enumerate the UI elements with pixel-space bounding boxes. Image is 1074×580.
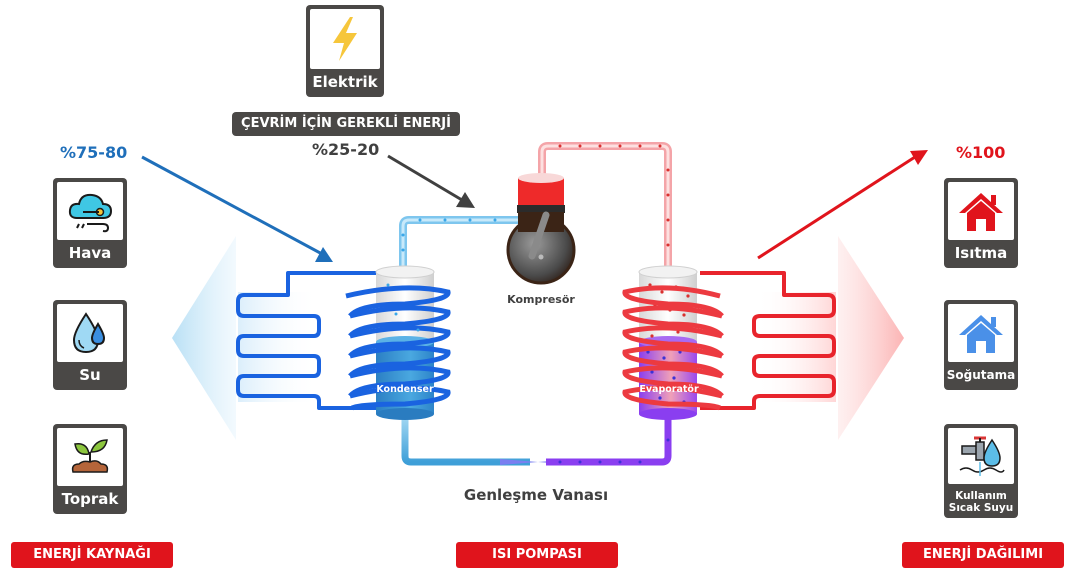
expansion-valve-label: Genleşme Vanası bbox=[463, 486, 609, 504]
heat-pump-footer: ISI POMPASI bbox=[456, 542, 618, 568]
hot-water-label-line2: Sıcak Suyu bbox=[948, 502, 1014, 514]
source-tile-ground: Toprak bbox=[53, 424, 127, 514]
energy-arrow bbox=[387, 154, 475, 208]
plant-soil-icon bbox=[57, 428, 123, 486]
condenser-label: Kondenser bbox=[376, 384, 434, 395]
source-tile-water: Su bbox=[53, 300, 127, 390]
evaporator-label: Evaporatör bbox=[639, 384, 699, 395]
hot-water-label-line1: Kullanım bbox=[955, 490, 1007, 502]
electricity-label: Elektrik bbox=[312, 73, 378, 91]
distribution-tile-hot-water: Kullanım Sıcak Suyu bbox=[944, 424, 1018, 518]
required-energy-badge: ÇEVRİM İÇİN GEREKLİ ENERJİ bbox=[232, 112, 460, 136]
source-arrow bbox=[141, 155, 333, 262]
distribution-label-heating: Isıtma bbox=[954, 244, 1008, 262]
house-red-icon bbox=[948, 182, 1014, 240]
energy-distribution-footer: ENERJİ DAĞILIMI bbox=[902, 542, 1064, 568]
distribution-label-hot-water: Kullanım Sıcak Suyu bbox=[944, 490, 1018, 516]
compressor-label: Kompresör bbox=[507, 293, 575, 306]
pipe-particles-purple bbox=[558, 438, 670, 464]
distribution-tile-heating: Isıtma bbox=[944, 178, 1018, 268]
suction-pipe bbox=[399, 216, 522, 272]
right-heat-exchanger-coil bbox=[700, 271, 836, 410]
pipe-particles-red bbox=[558, 144, 670, 247]
lightning-icon bbox=[310, 9, 380, 69]
liquid-pipe bbox=[401, 418, 530, 466]
required-energy-percent: %25-20 bbox=[312, 140, 380, 159]
faucet-water-icon bbox=[948, 428, 1014, 484]
electricity-tile: Elektrik bbox=[306, 5, 384, 97]
return-pipe bbox=[546, 418, 672, 466]
output-arrow bbox=[757, 150, 928, 260]
water-drop-icon bbox=[57, 304, 123, 362]
pipe-particles-blue bbox=[386, 218, 497, 332]
distribution-tile-cooling: Soğutama bbox=[944, 300, 1018, 390]
condenser-spiral bbox=[345, 285, 451, 411]
hot-side-arrow bbox=[838, 236, 904, 440]
cloud-wind-icon bbox=[57, 182, 123, 240]
cold-side-arrow bbox=[172, 236, 236, 440]
distribution-label-cooling: Soğutama bbox=[946, 368, 1016, 382]
distribution-percent: %100 bbox=[956, 143, 1006, 162]
source-label-air: Hava bbox=[68, 244, 112, 262]
source-label-water: Su bbox=[79, 366, 101, 384]
left-heat-exchanger-coil bbox=[236, 271, 380, 410]
energy-source-footer: ENERJİ KAYNAĞI bbox=[11, 542, 173, 568]
compressor bbox=[506, 173, 576, 285]
evaporator-spiral bbox=[622, 285, 724, 411]
source-percent: %75-80 bbox=[60, 143, 128, 162]
source-tile-air: Hava bbox=[53, 178, 127, 268]
source-label-ground: Toprak bbox=[61, 490, 119, 508]
house-blue-icon bbox=[948, 304, 1014, 362]
